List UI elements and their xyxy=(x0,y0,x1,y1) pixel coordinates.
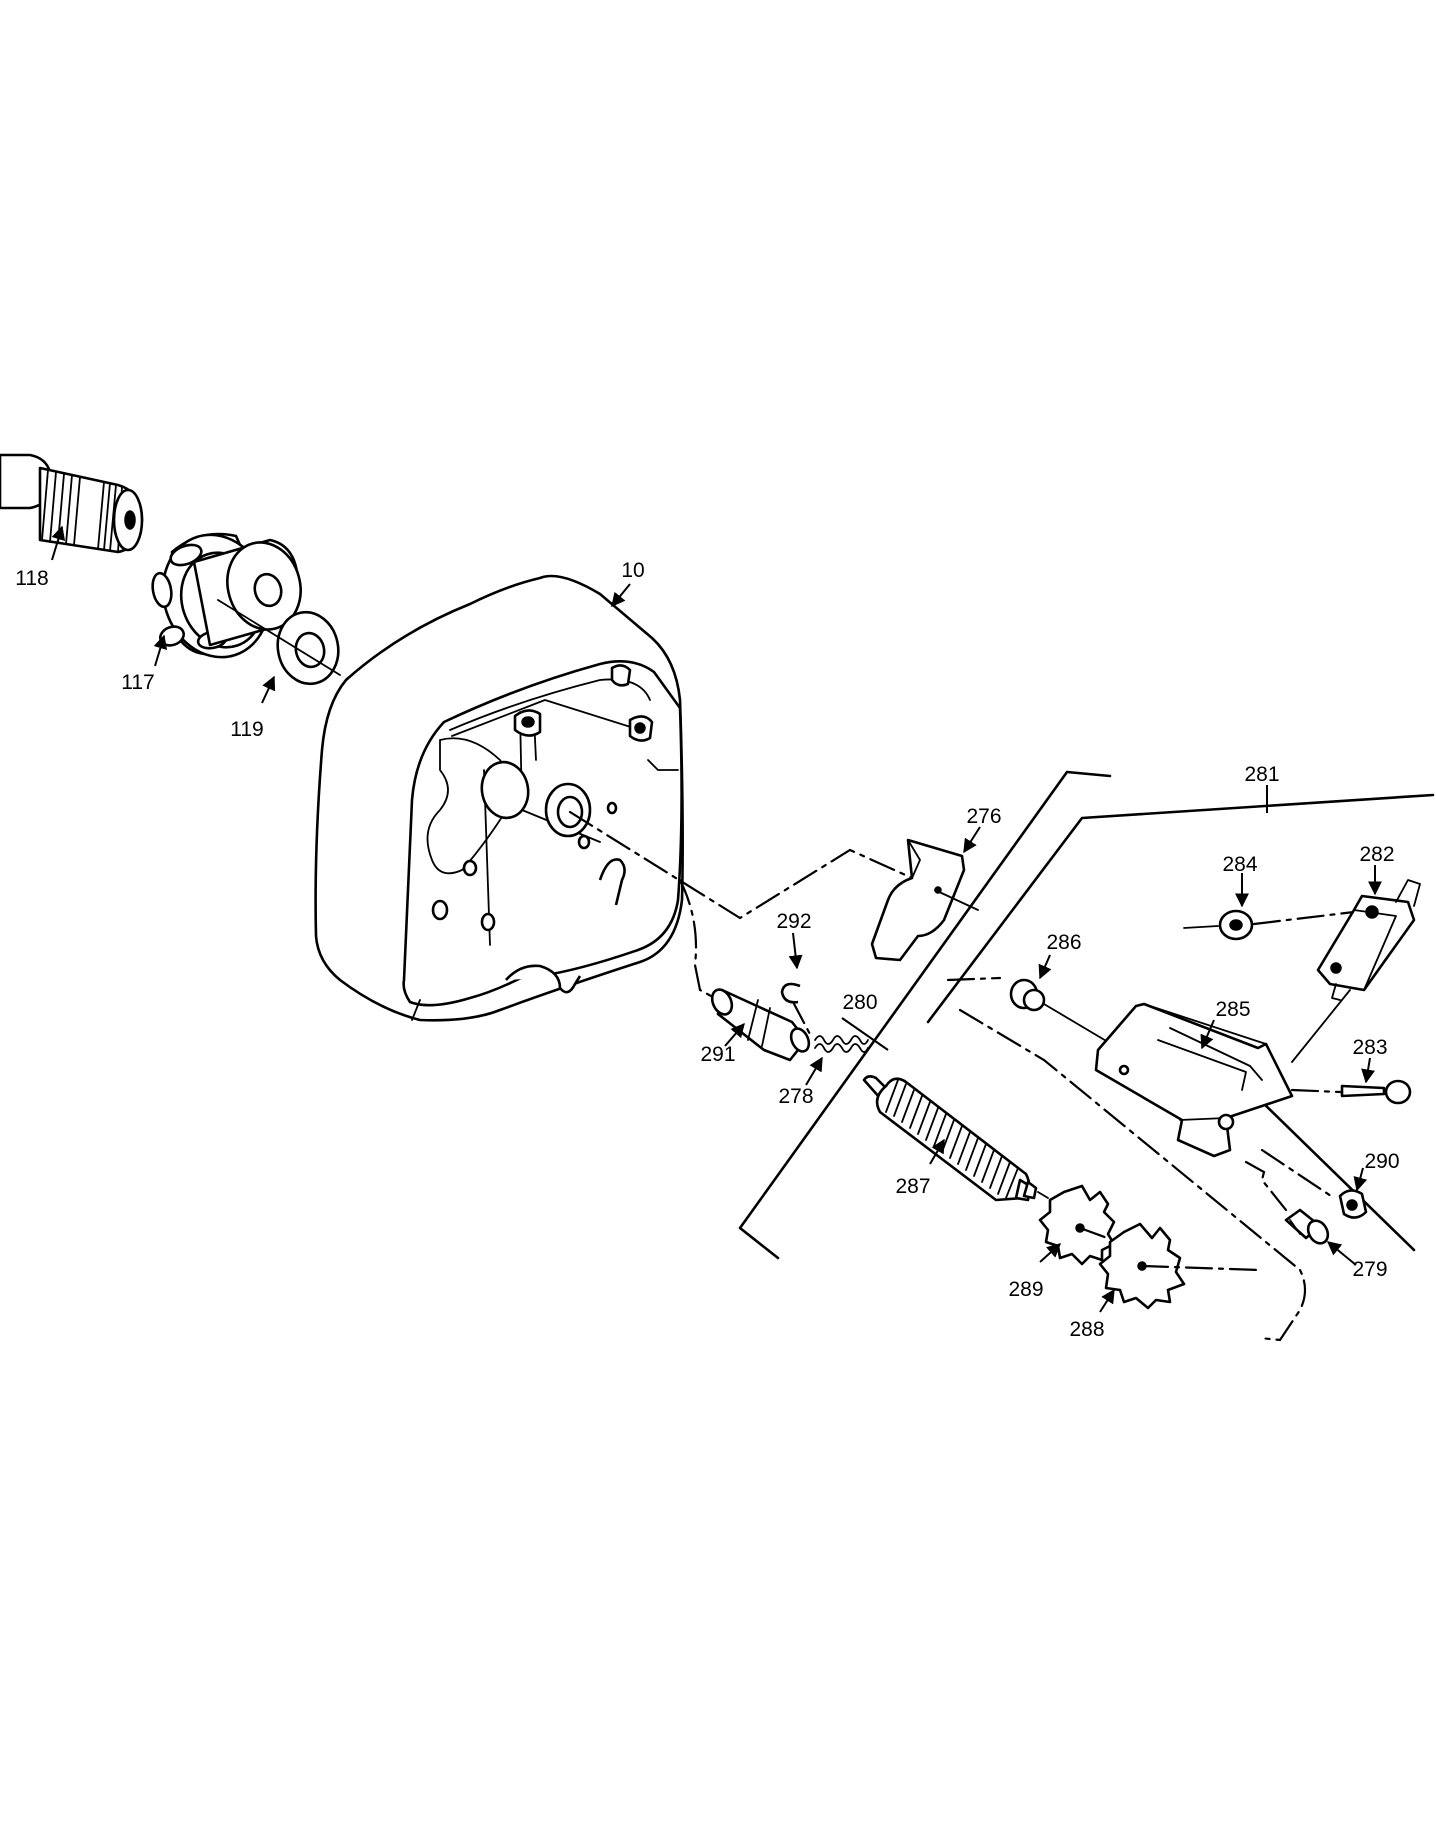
leader-arrows xyxy=(51,525,1382,1313)
part-281-assembly-outline-diagonal xyxy=(1258,1098,1416,1252)
part-276-bracket xyxy=(870,838,966,962)
axis-line-278 xyxy=(678,878,757,1022)
label-279: 279 xyxy=(1352,1258,1387,1281)
part-118-splined-shaft xyxy=(0,453,144,554)
shaft-axis-line xyxy=(217,599,341,676)
part-279-screw xyxy=(1284,1208,1330,1245)
axis-line-283 xyxy=(1290,1088,1342,1094)
part-290-nut xyxy=(1338,1189,1368,1219)
label-118: 118 xyxy=(15,567,48,590)
label-292: 292 xyxy=(776,910,811,933)
axis-line-276 xyxy=(568,810,914,920)
part-119-washer xyxy=(276,610,340,686)
part-292-clip xyxy=(780,982,801,1004)
part-280-bracket-outline xyxy=(738,770,1112,1260)
label-285: 285 xyxy=(1215,998,1250,1021)
part-117-coupling-hub xyxy=(151,532,302,659)
label-291: 291 xyxy=(700,1043,735,1066)
part-281-assembly-outline xyxy=(926,793,1435,1024)
axis-line-288 xyxy=(1140,1264,1262,1272)
label-286: 286 xyxy=(1046,931,1081,954)
axis-line-279 xyxy=(1244,1160,1288,1212)
part-287-worm-screw xyxy=(862,1075,1038,1202)
label-290: 290 xyxy=(1364,1150,1399,1173)
label-119: 119 xyxy=(230,718,263,741)
label-276: 276 xyxy=(966,805,1001,828)
label-287: 287 xyxy=(895,1175,930,1198)
label-282: 282 xyxy=(1359,843,1394,866)
part-285-mounting-bracket xyxy=(1094,1002,1294,1158)
label-289: 289 xyxy=(1008,1278,1043,1301)
part-284-nut xyxy=(1218,909,1254,941)
axis-line-282 xyxy=(1252,910,1356,926)
label-278: 278 xyxy=(778,1085,813,1108)
label-10: 10 xyxy=(621,559,644,582)
part-291-pin xyxy=(710,988,811,1062)
label-117: 117 xyxy=(121,671,154,694)
part-282-microswitch xyxy=(1316,879,1421,1001)
label-288: 288 xyxy=(1069,1318,1104,1341)
axis-line-290 xyxy=(1260,1148,1336,1200)
axis-line-284 xyxy=(1183,925,1219,929)
axis-line-287 xyxy=(1037,1191,1049,1199)
part-278-spring xyxy=(814,1035,869,1053)
part-286-nut xyxy=(1009,978,1046,1012)
axis-line-286 xyxy=(1043,1003,1109,1043)
label-280: 280 xyxy=(842,991,877,1014)
part-283-screw xyxy=(1340,1079,1412,1105)
axis-line-282-285 xyxy=(1291,989,1351,1063)
label-284: 284 xyxy=(1222,853,1257,876)
part-281-dashdot-boundary xyxy=(946,976,1307,1342)
label-283: 283 xyxy=(1352,1036,1387,1059)
label-281: 281 xyxy=(1244,763,1279,786)
part-10-housing xyxy=(314,574,684,1022)
part-number-labels: 118 117 119 10 276 292 291 278 280 281 2… xyxy=(15,559,1399,1341)
axis-line-292 xyxy=(790,998,814,1040)
